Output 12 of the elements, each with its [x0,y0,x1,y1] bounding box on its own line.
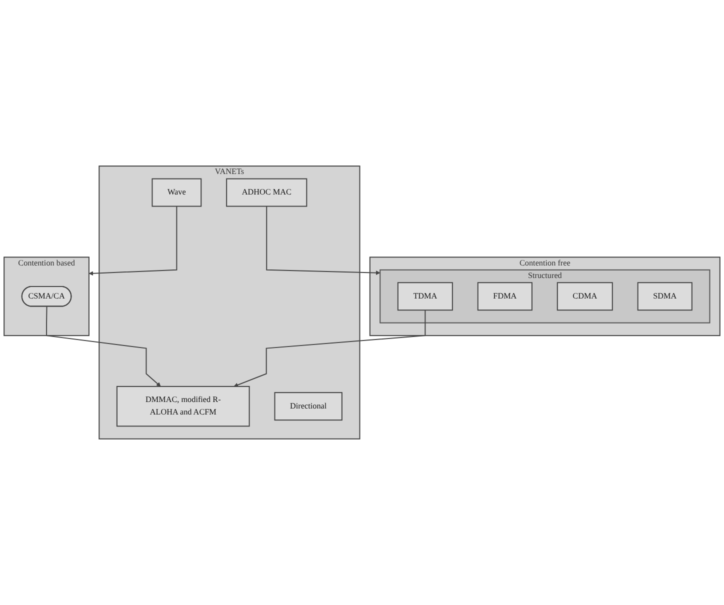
node-box: SDMA [637,282,692,311]
arrow [266,206,380,276]
node-box: ADHOC MAC [226,178,308,207]
node-box: CDMA [556,282,613,311]
node-box: FDMA [477,282,532,311]
node-box: TDMA [397,282,453,311]
arrow [88,206,178,276]
arrow [46,306,161,387]
node-box: Wave [152,178,202,207]
node-box: Directional [274,392,342,421]
node-box: DMMAC, modified R-ALOHA and ACFM [116,386,250,427]
arrow [234,310,426,388]
